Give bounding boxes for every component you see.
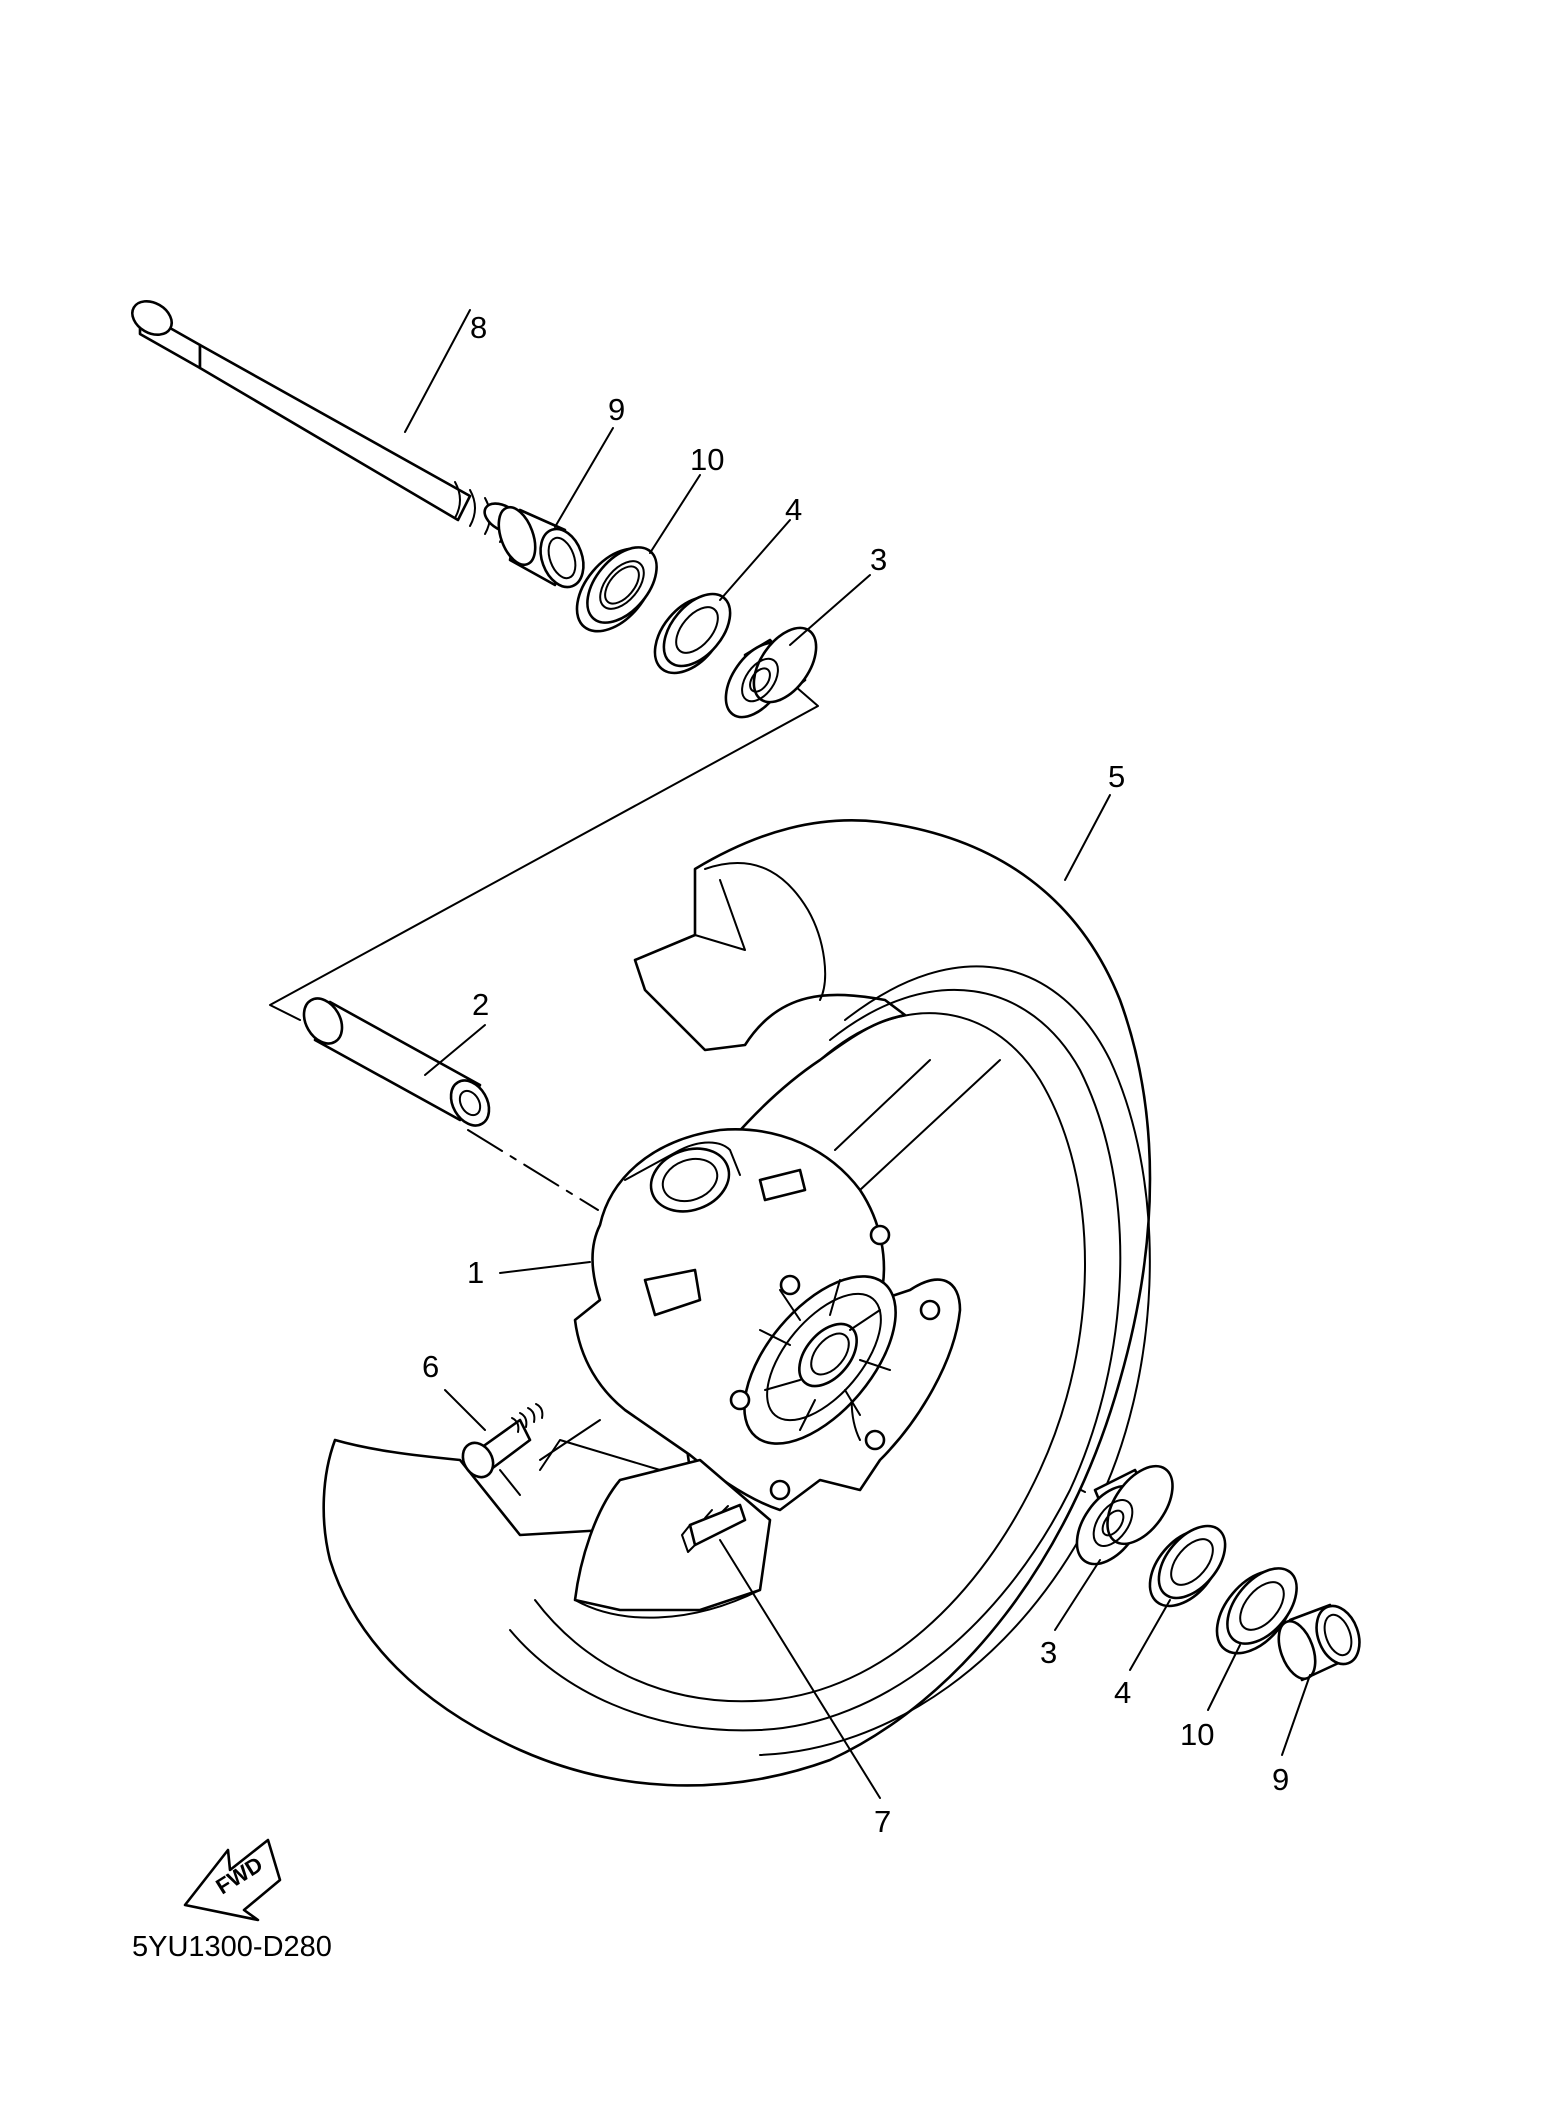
callout-distance-collar: 2 xyxy=(472,987,489,1022)
callout-hub: 1 xyxy=(467,1255,484,1290)
callout-spacer-top: 4 xyxy=(785,492,802,527)
oil-seal-top xyxy=(575,546,658,633)
forward-direction-arrow: FWD xyxy=(183,1838,282,1922)
balance-weight xyxy=(681,1503,747,1553)
callout-bearing-top: 3 xyxy=(870,542,887,577)
bearing-bottom xyxy=(1075,1464,1174,1566)
callout-axle: 8 xyxy=(470,310,487,345)
callout-valve: 6 xyxy=(422,1349,439,1384)
air-valve xyxy=(461,1403,544,1496)
diagram-code: 5YU1300-D280 xyxy=(132,1931,332,1963)
callout-bearing-bottom: 3 xyxy=(1040,1635,1057,1670)
leader-lines xyxy=(404,309,1311,1799)
spacer-top xyxy=(653,592,732,675)
callout-collar-bottom: 9 xyxy=(1272,1762,1289,1797)
callout-seal-top: 10 xyxy=(690,442,724,477)
distance-collar xyxy=(302,997,491,1127)
collar-bottom xyxy=(1277,1603,1361,1682)
oil-seal-bottom xyxy=(1215,1567,1298,1655)
wheel-hub xyxy=(539,1059,1001,1619)
callout-spacer-bottom: 4 xyxy=(1114,1675,1131,1710)
bearing-top xyxy=(724,626,818,719)
front-axle xyxy=(131,299,523,543)
callout-tire: 5 xyxy=(1108,759,1125,794)
callout-collar-top: 9 xyxy=(608,392,625,427)
callout-balance-weight: 7 xyxy=(874,1804,891,1839)
spacer-bottom xyxy=(1148,1524,1227,1608)
collar-top xyxy=(497,505,585,589)
callouts: 8 9 10 4 3 5 2 1 6 7 3 4 10 9 xyxy=(422,310,1289,1839)
callout-seal-bottom: 10 xyxy=(1180,1717,1214,1752)
